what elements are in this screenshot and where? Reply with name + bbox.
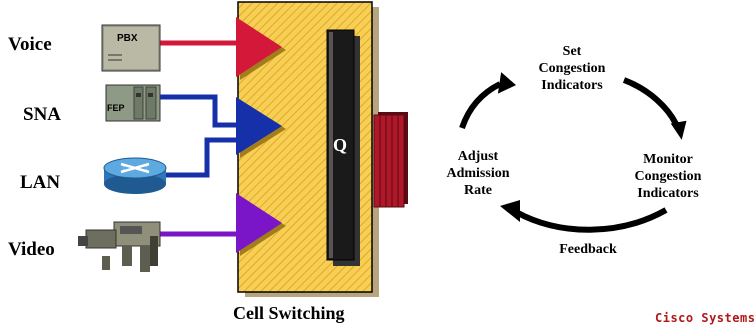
voice-label: Voice [8,34,52,55]
monitor-congestion-label: Monitor Congestion Indicators [634,152,702,201]
video-label: Video [8,239,55,260]
feedback-label: Feedback [559,242,617,257]
queue-bar [326,29,360,266]
video-camera-icon [78,221,161,272]
fep-icon [105,84,161,122]
loop-arrow-monitor-to-adjust [500,200,668,233]
pbx-label: PBX [117,33,138,44]
sna-input-triangle [236,97,286,158]
lan-label: LAN [20,172,61,193]
adjust-admission-label: Adjust Admission Rate [446,149,510,198]
queue-label: Q [333,135,348,155]
fep-label: FEP [107,103,125,113]
video-input-triangle [236,193,286,256]
set-congestion-label: Set Congestion Indicators [538,44,606,93]
lan-line [165,137,238,178]
loop-arrow-adjust-to-set [459,72,517,130]
loop-arrow-set-to-monitor [622,77,687,140]
output-cell-stack [373,112,408,208]
cell-switching-caption: Cell Switching [233,303,345,323]
router-icon [103,157,167,194]
pbx-icon [101,24,161,72]
voice-input-triangle [236,17,286,80]
cisco-logo: Cisco Systems [655,311,754,325]
sna-line [160,94,238,128]
sna-label: SNA [23,104,62,125]
